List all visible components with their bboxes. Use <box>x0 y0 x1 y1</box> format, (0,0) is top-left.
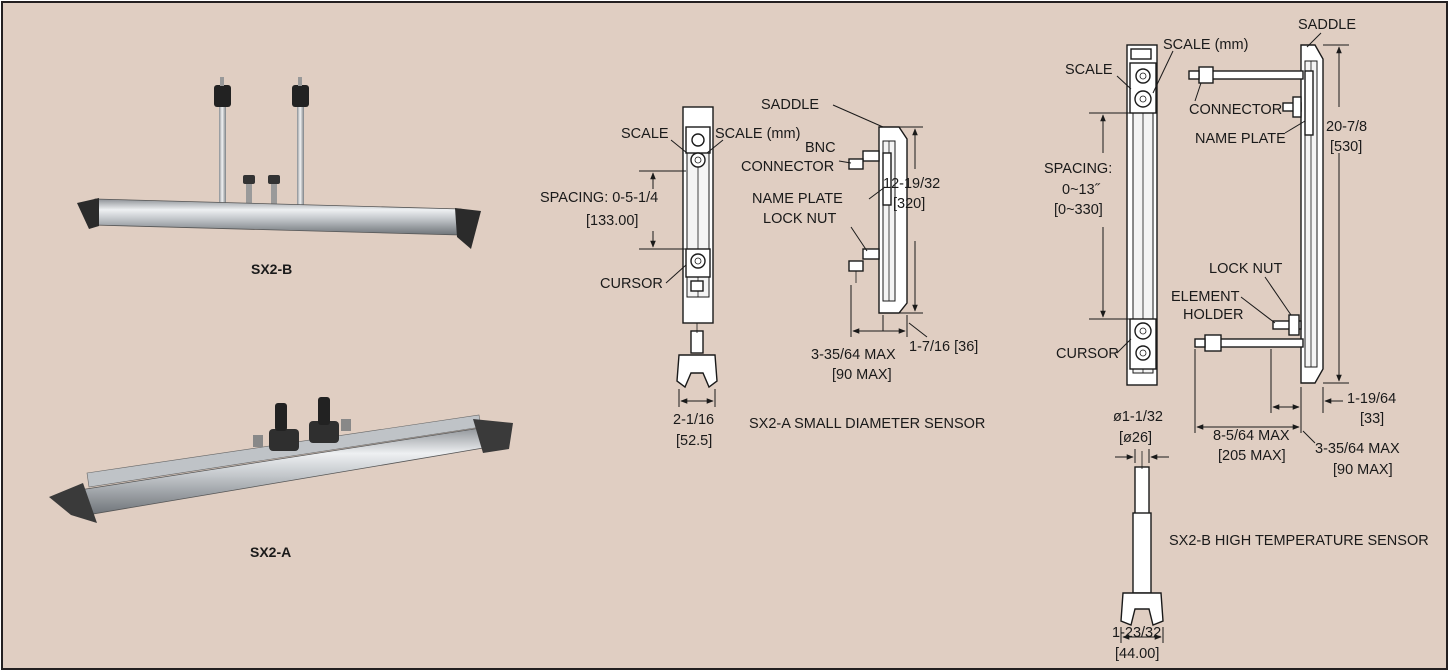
sx2a-caption: SX2-A <box>250 544 291 560</box>
sx2b-side-view <box>1188 44 1324 384</box>
sx2a-side-view <box>848 126 908 314</box>
sx2b-saddle-label: SADDLE <box>1298 17 1356 33</box>
sx2a-depth-mm-label: [90 MAX] <box>832 367 892 383</box>
sx2b-clamp-width-label: 1-23/32 <box>1112 625 1161 641</box>
sx2b-cursor-label: CURSOR <box>1056 346 1119 362</box>
sx2b-spacing-in-label: 0~13˝ <box>1062 182 1101 198</box>
sx2b-spacing-mm-label: [0~330] <box>1054 202 1103 218</box>
sx2b-depth-label: 3-35/64 MAX <box>1315 441 1400 457</box>
sx2b-caption: SX2-B <box>251 261 292 277</box>
sx2b-clamp-width-mm-label: [44.00] <box>1115 646 1159 662</box>
sx2a-scale-mm-label: SCALE (mm) <box>715 126 800 142</box>
sx2b-width-label: 1-19/64 <box>1347 391 1396 407</box>
sx2a-photo: SX2-A <box>49 397 513 560</box>
sx2b-diameter-label: ø1-1/32 <box>1113 409 1163 425</box>
sx2b-title: SX2-B HIGH TEMPERATURE SENSOR <box>1169 533 1429 549</box>
sx2b-spacing-label: SPACING: <box>1044 161 1112 177</box>
sx2a-cursor-label: CURSOR <box>600 276 663 292</box>
sx2a-spacing-mm-label: [133.00] <box>586 213 638 229</box>
sx2b-front-view <box>1120 44 1164 626</box>
sx2b-photo: SX2-B <box>77 77 481 277</box>
technical-drawing: SX2-B SX2-A SCALE SCALE (mm) <box>49 17 1429 662</box>
sx2a-clamp-width-label: 2-1/16 <box>673 412 714 428</box>
sx2a-width-label: 1-7/16 [36] <box>909 339 978 355</box>
sx2b-connector-label: CONNECTOR <box>1189 102 1282 118</box>
sx2b-scale-label: SCALE <box>1065 62 1113 78</box>
sx2b-holder-label: HOLDER <box>1183 307 1243 323</box>
sx2a-length-mm-label: [320] <box>893 196 925 212</box>
sx2b-reach-label: 8-5/64 MAX <box>1213 428 1290 444</box>
sx2a-saddle-label: SADDLE <box>761 97 819 113</box>
sx2b-depth-mm-label: [90 MAX] <box>1333 462 1393 478</box>
sx2a-lock-nut-label: LOCK NUT <box>763 211 836 227</box>
sx2a-clamp-width-mm-label: [52.5] <box>676 433 712 449</box>
sx2a-title: SX2-A SMALL DIAMETER SENSOR <box>749 416 985 432</box>
sx2a-length-label: 12-19/32 <box>883 176 940 192</box>
sx2b-lock-nut-label: LOCK NUT <box>1209 261 1282 277</box>
sx2a-scale-label: SCALE <box>621 126 669 142</box>
sx2b-element-label: ELEMENT <box>1171 289 1240 305</box>
sx2a-front-view <box>676 106 718 389</box>
sx2b-name-plate-label: NAME PLATE <box>1195 131 1286 147</box>
sx2b-length-label: 20-7/8 <box>1326 119 1367 135</box>
sx2a-spacing-label: SPACING: 0-5-1/4 <box>540 190 658 206</box>
sx2b-scale-mm-label: SCALE (mm) <box>1163 37 1248 53</box>
sx2b-width-mm-label: [33] <box>1360 411 1384 427</box>
sx2a-depth-label: 3-35/64 MAX <box>811 347 896 363</box>
sx2b-reach-mm-label: [205 MAX] <box>1218 448 1286 464</box>
sx2a-bnc-label: BNC <box>805 140 836 156</box>
sx2a-name-plate-label: NAME PLATE <box>752 191 843 207</box>
sx2a-connector-label: CONNECTOR <box>741 159 834 175</box>
sx2b-diameter-mm-label: [ø26] <box>1119 430 1152 446</box>
sx2b-length-mm-label: [530] <box>1330 139 1362 155</box>
